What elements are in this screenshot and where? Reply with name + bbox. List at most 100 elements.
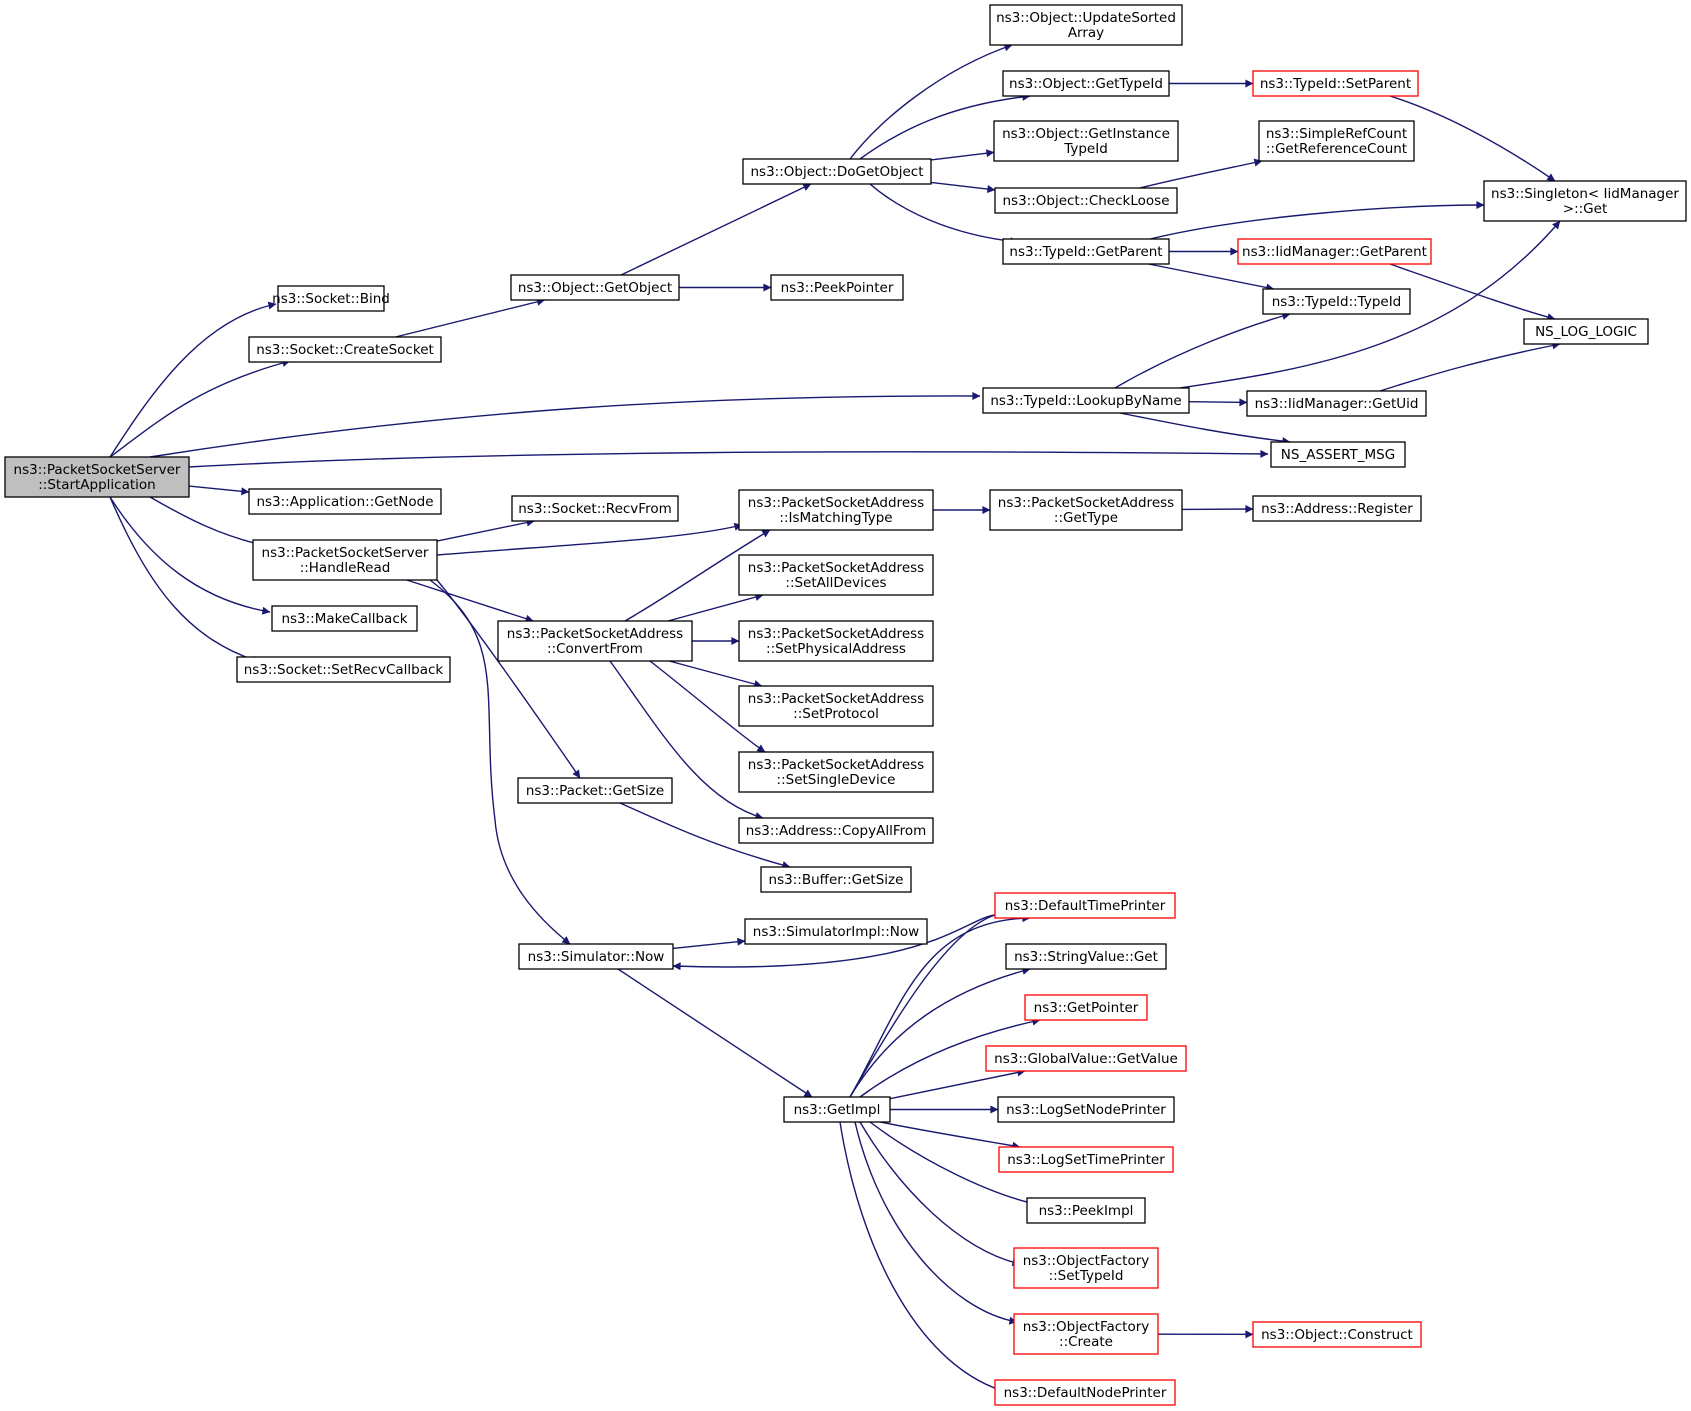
edge-lookupbyname-to-iidgetuid [1188,398,1248,407]
node-getrefcount[interactable]: ns3::SimpleRefCount::GetReferenceCount [1258,120,1415,162]
node-box [738,817,934,844]
call-edge [849,43,1013,160]
call-edge [889,1068,1026,1100]
node-buffergetsize[interactable]: ns3::Buffer::GetSize [760,866,912,893]
node-label: ns3::Object::CheckLoose [1002,193,1169,209]
edge-convertfrom-to-copyallfrom [609,660,764,820]
node-box [738,685,934,727]
node-box [742,158,932,185]
node-getnode[interactable]: ns3::Application::GetNode [248,488,442,515]
node-label: ns3::SimulatorImpl::Now [753,924,919,940]
call-edge [149,391,981,458]
node-start[interactable]: ns3::PacketSocketServer::StartApplicatio… [4,456,190,498]
node-box [510,274,680,301]
node-nsassert[interactable]: NS_ASSERT_MSG [1270,441,1406,468]
node-defaulttimeprinter[interactable]: ns3::DefaultTimePrinter [994,892,1176,919]
node-box [518,943,674,970]
node-psagettype[interactable]: ns3::PacketSocketAddress::GetType [989,489,1183,531]
node-box [994,892,1176,919]
node-box [985,1045,1187,1072]
node-defaultnodeprinter[interactable]: ns3::DefaultNodePrinter [994,1379,1176,1406]
node-iidgetuid[interactable]: ns3::IidManager::GetUid [1246,390,1427,417]
node-box [998,1146,1174,1173]
node-nsloglogic[interactable]: NS_LOG_LOGIC [1523,318,1649,345]
node-bind[interactable]: ns3::Socket::Bind [272,285,390,312]
node-label: ::GetType [1054,510,1118,526]
node-copyallfrom[interactable]: ns3::Address::CopyAllFrom [738,817,934,844]
call-edge [109,496,271,615]
edge-dogetobject-to-getinstancetypeid [930,149,995,161]
node-ismatching[interactable]: ns3::PacketSocketAddress::IsMatchingType [738,489,934,531]
call-edge [1149,201,1485,240]
node-ofsettypeid[interactable]: ns3::ObjectFactory::SetTypeId [1013,1247,1159,1289]
edge-handleread-to-simnow [429,579,571,945]
node-iidgetparent[interactable]: ns3::IidManager::GetParent [1237,238,1432,265]
node-gettypeid[interactable]: ns3::Object::GetTypeId [1002,70,1170,97]
node-logsettime[interactable]: ns3::LogSetTimePrinter [998,1146,1174,1173]
edge-iidgetuid-to-nsloglogic [1379,341,1561,392]
edge-iidgetparent-to-nsloglogic [1389,263,1556,321]
node-setphysical[interactable]: ns3::PacketSocketAddress::SetPhysicalAdd… [738,620,934,662]
call-edge [859,92,1031,160]
node-label: ::IsMatchingType [779,510,892,526]
node-getpointer[interactable]: ns3::GetPointer [1024,994,1148,1021]
node-label: ns3::Packet::GetSize [526,783,664,799]
node-box [1002,70,1170,97]
node-box [1013,1247,1159,1289]
edge-dogetobject-to-gettypeid [859,92,1031,160]
node-label: ns3::PeekPointer [781,280,894,296]
node-typeidctor[interactable]: ns3::TypeId::TypeId [1262,288,1411,315]
node-logsetnode[interactable]: ns3::LogSetNodePrinter [997,1096,1175,1123]
node-box [989,4,1183,46]
node-box [1024,994,1148,1021]
node-label: ns3::GlobalValue::GetValue [994,1051,1178,1067]
call-edge [1139,158,1263,189]
node-label: ::SetPhysicalAddress [766,641,906,657]
node-label: ns3::PacketSocketServer [262,545,429,561]
node-setalldevices[interactable]: ns3::PacketSocketAddress::SetAllDevices [738,554,934,596]
node-packetgetsize[interactable]: ns3::Packet::GetSize [517,777,673,804]
node-label: ns3::StringValue::Get [1014,949,1158,965]
edge-lookupbyname-to-typeidctor [1114,312,1291,389]
call-edge [849,967,1031,1098]
node-lookupbyname[interactable]: ns3::TypeId::LookupByName [982,387,1190,414]
edge-dogetobject-to-checkloose [930,181,996,193]
node-label: ns3::Object::GetInstance [1002,126,1170,142]
node-box [738,489,934,531]
node-tidgetparent[interactable]: ns3::TypeId::GetParent [1002,238,1170,265]
node-makecallback[interactable]: ns3::MakeCallback [271,605,418,632]
call-edge [109,359,291,458]
node-globalgetvalue[interactable]: ns3::GlobalValue::GetValue [985,1045,1187,1072]
node-getimpl[interactable]: ns3::GetImpl [783,1096,891,1123]
node-createsocket[interactable]: ns3::Socket::CreateSocket [248,336,442,363]
node-setprotocol[interactable]: ns3::PacketSocketAddress::SetProtocol [738,685,934,727]
node-objconstruct[interactable]: ns3::Object::Construct [1252,1321,1422,1348]
node-stringvalueget[interactable]: ns3::StringValue::Get [1005,943,1167,970]
node-recvfrom[interactable]: ns3::Socket::RecvFrom [511,495,679,522]
node-peekpointer[interactable]: ns3::PeekPointer [770,274,904,301]
edge-getimpl-to-defaulttimeprinter [849,914,1031,1098]
node-setparent[interactable]: ns3::TypeId::SetParent [1252,70,1419,97]
node-box [1262,288,1411,315]
node-label: ns3::TypeId::GetParent [1009,244,1162,260]
node-label: ns3::Object::DoGetObject [750,164,923,180]
node-ofcreate[interactable]: ns3::ObjectFactory::Create [1013,1313,1159,1355]
node-dogetobject[interactable]: ns3::Object::DoGetObject [742,158,932,185]
node-getobject[interactable]: ns3::Object::GetObject [510,274,680,301]
node-peekimpl[interactable]: ns3::PeekImpl [1026,1197,1146,1224]
node-addrregister[interactable]: ns3::Address::Register [1252,495,1422,522]
node-simnow[interactable]: ns3::Simulator::Now [518,943,674,970]
node-simimplnow[interactable]: ns3::SimulatorImpl::Now [744,918,928,945]
node-checkloose[interactable]: ns3::Object::CheckLoose [994,187,1178,214]
node-singleton[interactable]: ns3::Singleton< IidManager>::Get [1483,180,1687,222]
node-setsingle[interactable]: ns3::PacketSocketAddress::SetSingleDevic… [738,751,934,793]
node-convertfrom[interactable]: ns3::PacketSocketAddress::ConvertFrom [497,620,693,662]
node-box [1002,238,1170,265]
node-label: NS_ASSERT_MSG [1281,447,1395,463]
node-box [1258,120,1415,162]
node-handleread[interactable]: ns3::PacketSocketServer::HandleRead [252,539,438,581]
node-setrecvcallback[interactable]: ns3::Socket::SetRecvCallback [236,656,451,683]
